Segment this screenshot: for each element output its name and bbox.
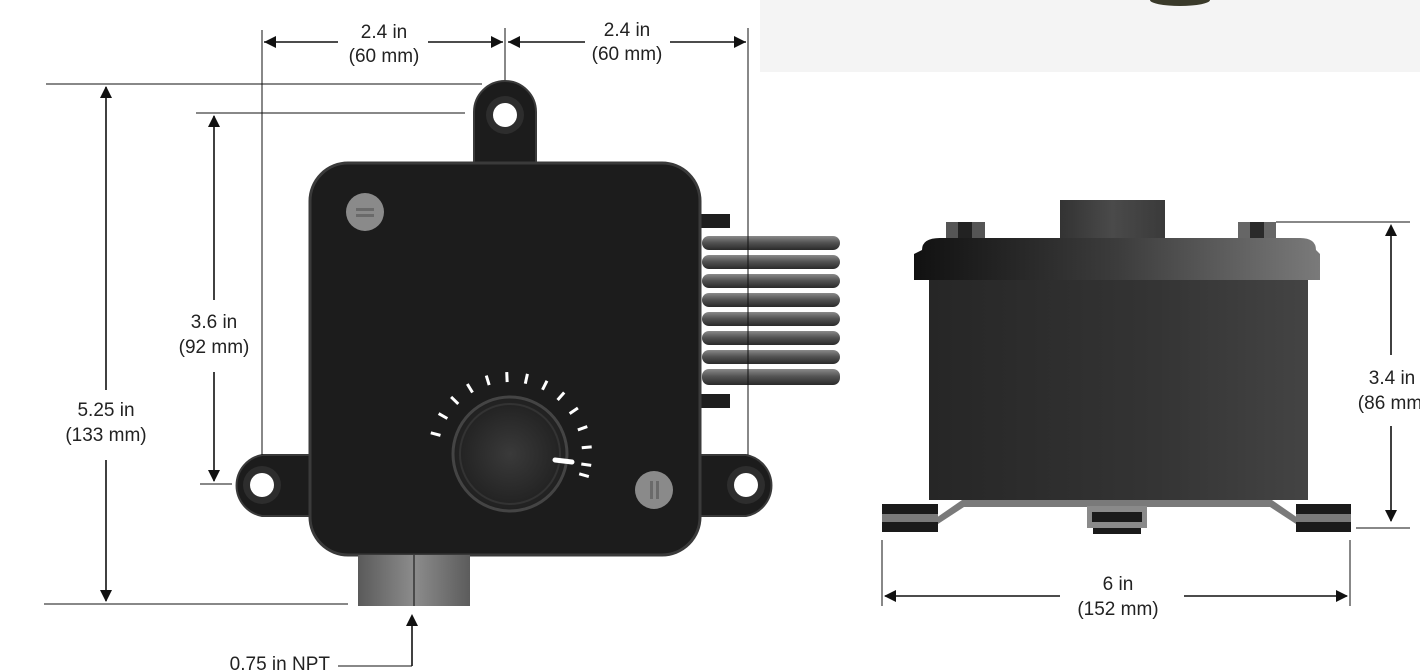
dial-tick-mark <box>466 383 474 394</box>
dial-tick-mark <box>568 406 579 415</box>
side-body <box>929 280 1308 500</box>
setpoint-knob <box>451 395 569 513</box>
side-view-device <box>882 200 1351 534</box>
top-left-screw <box>346 193 384 231</box>
front-view-dimensions: 2.4 in (60 mm) 2.4 in (60 mm) 5.25 in (1… <box>44 20 749 670</box>
side-top-collar <box>1060 200 1165 242</box>
setpoint-dial <box>430 372 592 513</box>
side-height-value: 3.4 in <box>1369 368 1415 389</box>
dial-tick-mark <box>578 472 590 479</box>
overall-height-value: 5.25 in <box>77 400 134 421</box>
front-view-device <box>235 80 840 606</box>
dial-tick-mark <box>430 431 441 437</box>
overall-height-metric: (133 mm) <box>65 425 146 446</box>
side-height-metric: (86 mm <box>1358 393 1420 414</box>
inner-height-metric: (92 mm) <box>179 337 250 358</box>
bottom-right-screw <box>635 471 673 509</box>
dial-tick-mark <box>581 462 592 467</box>
side-width-value: 6 in <box>1103 574 1134 595</box>
main-housing <box>308 161 702 557</box>
side-view-dimensions: 3.4 in (86 mm 6 in (152 mm) <box>881 221 1420 620</box>
photo-background-strip <box>760 0 1420 72</box>
top-left-width-value: 2.4 in <box>361 22 407 43</box>
inlet-callout-label: 0.75 in NPT <box>230 654 331 670</box>
side-base-bracket <box>882 500 1350 524</box>
dial-tick-mark <box>437 412 449 420</box>
side-width-metric: (152 mm) <box>1077 599 1158 620</box>
inner-height-value: 3.6 in <box>191 312 237 333</box>
photo-object-fragment <box>1150 0 1210 6</box>
top-right-width-metric: (60 mm) <box>592 44 663 65</box>
dial-tick-mark <box>556 391 566 401</box>
dial-tick-mark <box>484 375 491 386</box>
coil-tubes <box>702 236 840 385</box>
top-right-width-value: 2.4 in <box>604 20 650 41</box>
dial-tick-mark <box>541 380 549 391</box>
dial-tick-mark <box>581 445 592 450</box>
dial-tick-mark <box>577 425 588 432</box>
knob-pointer <box>552 457 575 465</box>
dial-tick-mark <box>523 373 529 384</box>
dial-tick-mark <box>450 395 460 405</box>
top-left-width-metric: (60 mm) <box>349 46 420 67</box>
side-lid <box>914 238 1320 280</box>
